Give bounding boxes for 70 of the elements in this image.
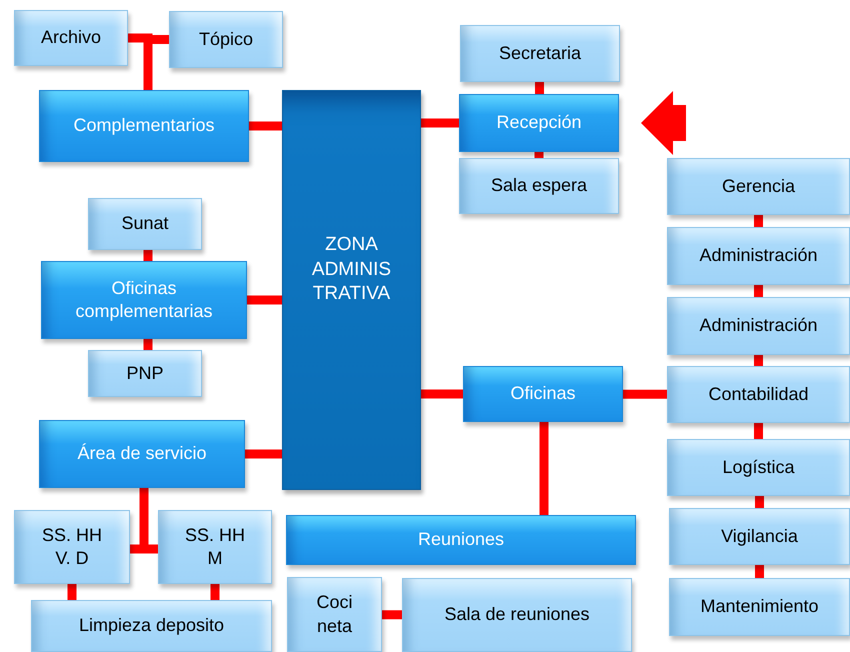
room-box xyxy=(667,158,850,215)
room-box xyxy=(667,297,850,355)
connector xyxy=(540,422,548,515)
room-box xyxy=(287,577,382,652)
room-label: Secretaria xyxy=(498,42,582,65)
room-label: Coci neta xyxy=(315,591,354,638)
connector xyxy=(534,152,544,158)
connector xyxy=(144,250,152,261)
zone-box xyxy=(39,420,245,488)
connector xyxy=(535,82,544,94)
main-zone-box xyxy=(282,90,421,490)
room-label: PNP xyxy=(125,362,164,385)
room-box xyxy=(667,439,850,496)
room-label: Reuniones xyxy=(416,528,506,552)
room-label: Administración xyxy=(698,314,819,338)
room-label: Contabilidad xyxy=(707,382,810,406)
room-box xyxy=(667,366,850,423)
room-box xyxy=(460,25,620,82)
connector xyxy=(421,390,463,398)
connector xyxy=(623,390,667,399)
room-label: Limpieza deposito xyxy=(78,614,226,638)
room-box xyxy=(14,10,128,66)
room-box xyxy=(169,11,283,68)
room-label: SS. HH V. D xyxy=(40,524,103,570)
room-label: Recepción xyxy=(495,111,583,134)
connector xyxy=(245,450,282,458)
connector xyxy=(247,296,282,304)
room-label: Vigilancia xyxy=(720,524,799,548)
connector xyxy=(755,496,764,508)
connector xyxy=(754,285,763,297)
connector xyxy=(754,355,763,366)
room-label: Administración xyxy=(698,244,819,268)
room-box xyxy=(158,510,272,584)
connector xyxy=(144,339,152,350)
connector xyxy=(754,215,763,227)
room-box xyxy=(402,578,632,652)
room-label: Oficinas xyxy=(509,382,577,406)
room-box xyxy=(459,158,619,214)
connector xyxy=(382,610,402,620)
room-box xyxy=(88,350,202,397)
room-label: Tópico xyxy=(198,28,254,51)
room-box xyxy=(31,600,272,652)
room-label: Complementarios xyxy=(72,114,216,138)
room-label: Logística xyxy=(721,456,796,479)
room-label: Sala de reuniones xyxy=(443,603,591,626)
zone-box xyxy=(39,90,249,162)
zone-box xyxy=(463,366,623,422)
connector xyxy=(210,584,220,600)
room-box xyxy=(88,198,202,250)
room-label: Sunat xyxy=(120,212,170,236)
room-label: Mantenimiento xyxy=(699,595,820,618)
connector xyxy=(755,565,764,578)
connector xyxy=(68,584,76,600)
connector xyxy=(249,122,282,130)
room-label: SS. HH M xyxy=(184,524,246,570)
block-arrow xyxy=(641,91,686,155)
zone-box xyxy=(41,261,247,339)
room-label: Archivo xyxy=(40,26,102,50)
room-label: Área de servicio xyxy=(76,442,208,466)
room-box xyxy=(669,508,850,565)
room-label: Oficinas complementarias xyxy=(74,276,214,323)
room-label: Sala espera xyxy=(490,174,588,198)
room-box xyxy=(14,510,130,584)
zone-box xyxy=(459,94,619,152)
room-box xyxy=(667,227,850,285)
room-label: ZONA ADMINIS TRATIVA xyxy=(310,232,392,306)
zone-box xyxy=(286,515,636,565)
room-box xyxy=(669,578,850,636)
room-label: Gerencia xyxy=(720,174,796,198)
connector xyxy=(754,423,763,439)
